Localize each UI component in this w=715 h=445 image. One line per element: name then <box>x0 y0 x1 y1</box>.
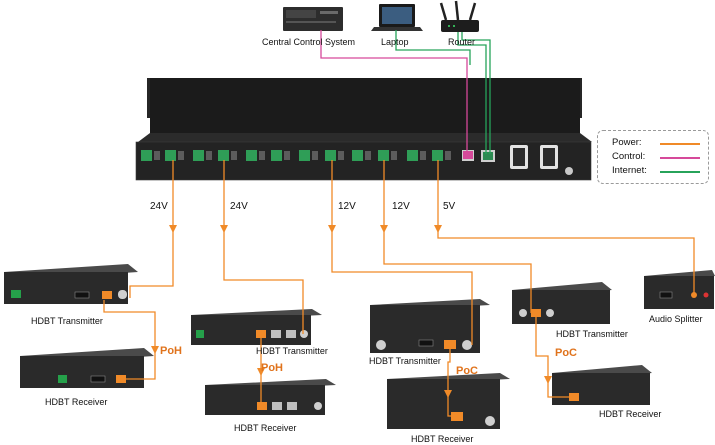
terminal-led-2 <box>178 151 184 160</box>
terminal-led-1 <box>154 151 160 160</box>
terminal-block-2 <box>165 150 176 161</box>
terminal-block-1 <box>141 150 152 161</box>
router-device <box>439 0 479 32</box>
terminal-blocks <box>141 150 451 161</box>
legend-control-swatch <box>660 157 700 159</box>
terminal-block-5 <box>246 150 257 161</box>
tx3-label: HDBT Transmitter <box>369 356 441 366</box>
power-cables <box>103 160 695 417</box>
terminal-led-10 <box>391 151 397 160</box>
poc-label-2: PoC <box>555 347 577 359</box>
tx4-box <box>512 282 612 324</box>
poc-label-1: PoC <box>456 365 478 377</box>
voltage-label-2: 24V <box>230 201 248 212</box>
rj45-ports <box>462 150 495 162</box>
voltage-label-3: 12V <box>338 201 356 212</box>
terminal-block-7 <box>299 150 310 161</box>
rx4-box <box>552 365 652 405</box>
legend-internet-swatch <box>660 171 700 173</box>
iec-inlets <box>510 145 558 169</box>
central-control-device <box>283 7 343 31</box>
rx2-box <box>205 379 336 415</box>
tx4-label: HDBT Transmitter <box>556 329 628 339</box>
terminal-led-11 <box>420 151 426 160</box>
tx2-box <box>191 309 322 345</box>
tx3-box <box>370 299 490 353</box>
terminal-led-9 <box>365 151 371 160</box>
voltage-label-5: 5V <box>443 201 456 212</box>
legend-control-label: Control: <box>612 151 646 162</box>
audio-splitter-box <box>644 270 715 309</box>
terminal-led-8 <box>338 151 344 160</box>
rx1-box <box>20 348 154 388</box>
power-arrows <box>151 225 552 398</box>
tx1-box <box>4 264 138 304</box>
terminal-block-10 <box>378 150 389 161</box>
legend-power-swatch <box>660 143 700 145</box>
terminal-led-3 <box>206 151 212 160</box>
terminal-block-8 <box>325 150 336 161</box>
legend-power-label: Power: <box>612 137 642 148</box>
poh-label-2: PoH <box>261 362 283 374</box>
cable-legend: Power: Control: Internet: <box>597 130 709 184</box>
terminal-led-5 <box>259 151 265 160</box>
tx2-label: HDBT Transmitter <box>256 346 328 356</box>
poh-label-1: PoH <box>160 345 182 357</box>
laptop-label: Laptop <box>381 37 409 47</box>
terminal-block-4 <box>218 150 229 161</box>
rx3-label: HDBT Receiver <box>411 434 474 444</box>
voltage-label-4: 12V <box>392 201 410 212</box>
terminal-block-3 <box>193 150 204 161</box>
terminal-block-12 <box>432 150 443 161</box>
voltage-label-1: 24V <box>150 201 168 212</box>
router-label: Router <box>448 37 476 47</box>
rx2-label: HDBT Receiver <box>234 423 297 433</box>
terminal-led-6 <box>284 151 290 160</box>
terminal-led-4 <box>231 151 237 160</box>
laptop-device <box>371 4 423 31</box>
terminal-led-7 <box>312 151 318 160</box>
terminal-block-11 <box>407 150 418 161</box>
terminal-block-6 <box>271 150 282 161</box>
terminal-led-12 <box>445 151 451 160</box>
tx1-label: HDBT Transmitter <box>31 316 103 326</box>
terminal-block-9 <box>352 150 363 161</box>
rx4-label: HDBT Receiver <box>599 409 662 419</box>
audio-splitter-label: Audio Splitter <box>649 314 703 324</box>
rx1-label: HDBT Receiver <box>45 397 108 407</box>
rx3-box <box>387 373 510 429</box>
network-cables <box>320 30 491 154</box>
central-control-label: Central Control System <box>262 37 356 47</box>
legend-internet-label: Internet: <box>612 165 647 176</box>
